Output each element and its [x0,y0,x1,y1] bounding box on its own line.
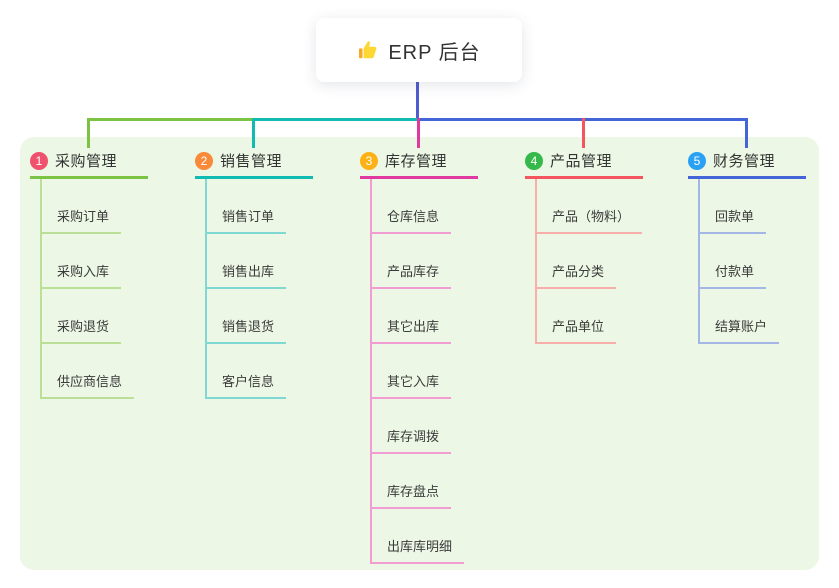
branch-connector-line [698,179,700,344]
branch-label: 销售管理 [220,153,283,170]
child-node[interactable]: 销售出库 [205,234,360,289]
child-label: 产品分类 [535,261,617,289]
child-label: 销售订单 [205,206,287,234]
branch-header[interactable]: 2 销售管理 [195,150,313,179]
connector-line [252,118,255,148]
child-node[interactable]: 产品（物料） [535,179,690,234]
child-label: 客户信息 [205,371,287,399]
branch-2: 2 销售管理销售订单销售出库销售退货客户信息 [195,150,360,399]
branch-index-badge: 1 [30,151,48,170]
branch-connector-line [370,179,372,564]
child-node[interactable]: 销售订单 [205,179,360,234]
branch-header[interactable]: 5 财务管理 [688,150,806,179]
branch-index-badge: 5 [688,151,706,170]
child-node[interactable]: 销售退货 [205,289,360,344]
branch-children: 产品（物料） 产品分类产品单位 [525,179,690,344]
thumbs-up-icon [357,39,379,61]
child-label: 采购订单 [40,206,122,234]
branch-children: 销售订单销售出库销售退货客户信息 [195,179,360,399]
child-label: 产品库存 [370,261,452,289]
child-label: 结算账户 [698,316,780,344]
connector-line [417,118,420,148]
branch-1: 1 采购管理采购订单采购入库采购退货供应商信息 [30,150,195,399]
child-label: 其它出库 [370,316,452,344]
connector-line [87,118,252,121]
branch-index-badge: 3 [360,151,378,170]
branch-connector-line [205,179,207,399]
child-node[interactable]: 库存盘点 [370,454,525,509]
child-node[interactable]: 回款单 [698,179,839,234]
branch-label: 库存管理 [385,153,448,170]
child-node[interactable]: 付款单 [698,234,839,289]
branch-index-badge: 4 [525,151,543,170]
branch-index-badge: 2 [195,151,213,170]
child-node[interactable]: 库存调拨 [370,399,525,454]
branch-4: 4 产品管理产品（物料） 产品分类产品单位 [525,150,690,344]
child-label: 采购入库 [40,261,122,289]
connector-line [252,118,417,121]
child-label: 产品（物料） [535,206,643,234]
child-label: 付款单 [698,261,767,289]
child-label: 产品单位 [535,316,617,344]
child-node[interactable]: 结算账户 [698,289,839,344]
child-node[interactable]: 产品单位 [535,289,690,344]
child-node[interactable]: 仓库信息 [370,179,525,234]
root-title: ERP 后台 [388,41,481,64]
branch-label: 产品管理 [550,153,613,170]
child-node[interactable]: 产品库存 [370,234,525,289]
child-label: 仓库信息 [370,206,452,234]
child-label: 销售退货 [205,316,287,344]
child-label: 库存盘点 [370,481,452,509]
branch-label: 采购管理 [55,153,118,170]
child-label: 销售出库 [205,261,287,289]
root-node[interactable]: ERP 后台 [316,18,522,82]
branch-connector-line [535,179,537,344]
branch-5: 5 财务管理回款单付款单结算账户 [688,150,839,344]
child-label: 采购退货 [40,316,122,344]
child-node[interactable]: 产品分类 [535,234,690,289]
child-node[interactable]: 采购订单 [40,179,195,234]
child-node[interactable]: 采购入库 [40,234,195,289]
branch-header[interactable]: 3 库存管理 [360,150,478,179]
connector-line [416,82,419,121]
child-label: 库存调拨 [370,426,452,454]
child-node[interactable]: 出库库明细 [370,509,525,564]
branch-children: 仓库信息产品库存其它出库其它入库库存调拨库存盘点出库库明细 [360,179,525,564]
child-label: 出库库明细 [370,536,465,564]
branches-background-panel [20,137,819,570]
branch-header[interactable]: 4 产品管理 [525,150,643,179]
child-node[interactable]: 采购退货 [40,289,195,344]
child-label: 回款单 [698,206,767,234]
child-label: 供应商信息 [40,371,135,399]
branch-label: 财务管理 [713,153,776,170]
child-node[interactable]: 客户信息 [205,344,360,399]
branch-3: 3 库存管理仓库信息产品库存其它出库其它入库库存调拨库存盘点出库库明细 [360,150,525,564]
branch-header[interactable]: 1 采购管理 [30,150,148,179]
child-node[interactable]: 其它入库 [370,344,525,399]
child-node[interactable]: 供应商信息 [40,344,195,399]
connector-line [582,118,585,148]
connector-line [87,118,90,148]
connector-line [745,118,748,148]
branch-connector-line [40,179,42,399]
child-node[interactable]: 其它出库 [370,289,525,344]
branch-children: 回款单付款单结算账户 [688,179,839,344]
branch-children: 采购订单采购入库采购退货供应商信息 [30,179,195,399]
child-label: 其它入库 [370,371,452,399]
